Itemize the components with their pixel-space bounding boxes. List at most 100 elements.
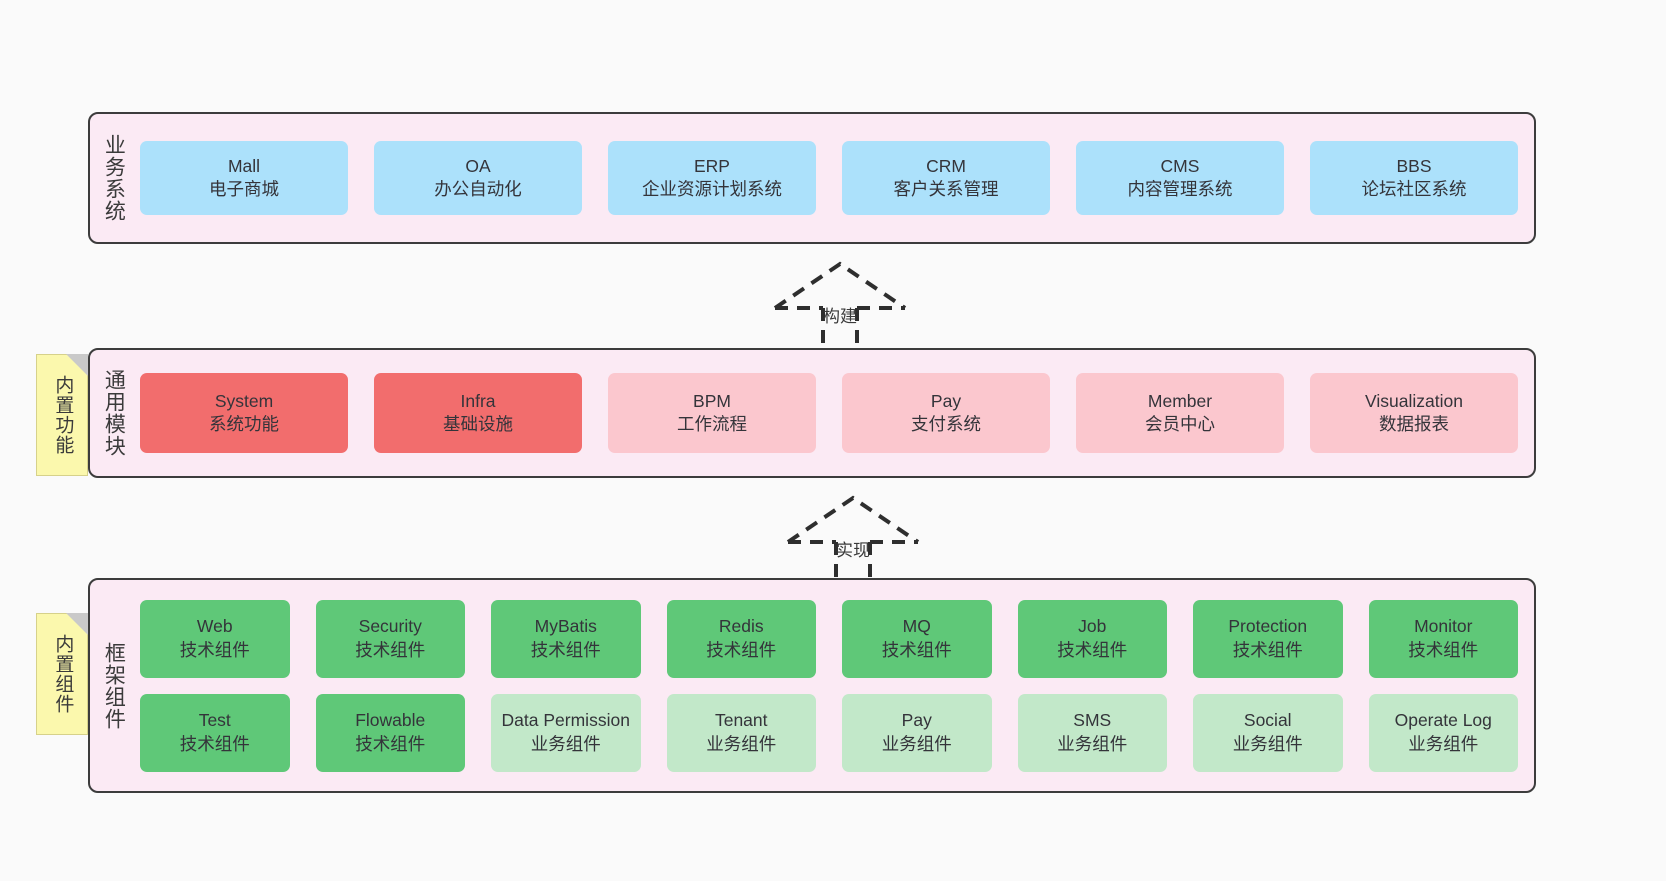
cell-subtitle: 业务组件 (530, 733, 601, 754)
cell-monitor[interactable]: Monitor 技术组件 (1368, 599, 1518, 678)
cell-subtitle: 技术组件 (706, 639, 777, 660)
cell-flowable[interactable]: Flowable 技术组件 (315, 693, 465, 772)
cell-subtitle: 客户关系管理 (893, 179, 999, 199)
cell-title: CRM (926, 155, 966, 176)
cell-infra[interactable]: Infra 基础设施 (374, 373, 582, 453)
cell-title: MQ (902, 616, 931, 637)
cell-title: SMS (1073, 710, 1112, 731)
cell-subtitle: 技术组件 (881, 639, 952, 660)
cell-cms[interactable]: CMS 内容管理系统 (1076, 141, 1284, 215)
cell-title: Data Permission (501, 710, 630, 731)
cell-row: Mall 电子商城 OA 办公自动化 ERP 企业资源计划系统 CRM 客户关系… (140, 141, 1518, 215)
cell-title: Monitor (1414, 616, 1473, 637)
cell-social[interactable]: Social 业务组件 (1193, 693, 1343, 772)
cell-system[interactable]: System 系统功能 (140, 373, 348, 453)
cell-title: Visualization (1365, 390, 1463, 411)
cell-operate-log[interactable]: Operate Log 业务组件 (1368, 693, 1518, 772)
cell-subtitle: 业务组件 (1057, 733, 1128, 754)
cell-title: Flowable (355, 710, 426, 731)
cell-subtitle: 电子商城 (209, 179, 279, 199)
note-builtin-component: 内置组件 (36, 613, 88, 735)
cell-pay-component[interactable]: Pay 业务组件 (842, 693, 992, 772)
cell-protection[interactable]: Protection 技术组件 (1193, 599, 1343, 678)
cell-subtitle: 技术组件 (179, 733, 250, 754)
cell-title: Protection (1228, 616, 1308, 637)
cell-row: Test 技术组件 Flowable 技术组件 Data Permission … (140, 693, 1518, 772)
cell-row: Web 技术组件 Security 技术组件 MyBatis 技术组件 Redi… (140, 599, 1518, 678)
layer-framework-cells: Web 技术组件 Security 技术组件 MyBatis 技术组件 Redi… (136, 599, 1534, 772)
cell-bbs[interactable]: BBS 论坛社区系统 (1310, 141, 1518, 215)
cell-subtitle: 业务组件 (1232, 733, 1303, 754)
cell-subtitle: 工作流程 (677, 414, 747, 434)
cell-subtitle: 业务组件 (706, 733, 777, 754)
cell-title: BBS (1396, 155, 1432, 176)
cell-subtitle: 技术组件 (530, 639, 601, 660)
connector-build: 构建 (765, 258, 915, 353)
connector-implement: 实现 (778, 492, 928, 587)
cell-mq[interactable]: MQ 技术组件 (842, 599, 992, 678)
cell-subtitle: 内容管理系统 (1127, 179, 1233, 199)
cell-title: Web (196, 616, 233, 637)
cell-subtitle: 基础设施 (443, 414, 513, 434)
cell-subtitle: 技术组件 (1057, 639, 1128, 660)
cell-title: Member (1147, 390, 1213, 411)
cell-title: MyBatis (534, 616, 597, 637)
layer-title-business: 业务系统 (102, 134, 126, 222)
cell-title: Redis (718, 616, 764, 637)
cell-title: Pay (901, 710, 932, 731)
cell-subtitle: 论坛社区系统 (1361, 179, 1467, 199)
cell-subtitle: 技术组件 (179, 639, 250, 660)
cell-bpm[interactable]: BPM 工作流程 (608, 373, 816, 453)
cell-row: System 系统功能 Infra 基础设施 BPM 工作流程 Pay 支付系统… (140, 373, 1518, 453)
cell-title: BPM (693, 390, 731, 411)
cell-subtitle: 技术组件 (1408, 639, 1479, 660)
layer-title-modules: 通用模块 (102, 369, 126, 457)
cell-test[interactable]: Test 技术组件 (140, 693, 290, 772)
cell-subtitle: 业务组件 (1408, 733, 1479, 754)
cell-crm[interactable]: CRM 客户关系管理 (842, 141, 1050, 215)
cell-subtitle: 技术组件 (355, 733, 426, 754)
cell-subtitle: 办公自动化 (434, 179, 522, 199)
cell-title: OA (465, 155, 491, 176)
layer-business-cells: Mall 电子商城 OA 办公自动化 ERP 企业资源计划系统 CRM 客户关系… (136, 141, 1534, 215)
cell-title: Test (198, 710, 231, 731)
layer-business-systems: 业务系统 Mall 电子商城 OA 办公自动化 ERP 企业资源计划系统 CRM… (88, 112, 1536, 244)
connector-label-build: 构建 (823, 307, 857, 326)
cell-subtitle: 企业资源计划系统 (642, 179, 782, 199)
cell-sms[interactable]: SMS 业务组件 (1017, 693, 1167, 772)
cell-title: Mall (227, 155, 261, 176)
cell-title: System (214, 390, 274, 411)
cell-subtitle: 技术组件 (1232, 639, 1303, 660)
cell-subtitle: 数据报表 (1379, 414, 1449, 434)
cell-title: Pay (930, 390, 962, 411)
cell-title: Operate Log (1394, 710, 1492, 731)
cell-title: Infra (460, 390, 496, 411)
cell-data-permission[interactable]: Data Permission 业务组件 (491, 693, 641, 772)
cell-security[interactable]: Security 技术组件 (315, 599, 465, 678)
cell-web[interactable]: Web 技术组件 (140, 599, 290, 678)
cell-mybatis[interactable]: MyBatis 技术组件 (491, 599, 641, 678)
cell-subtitle: 支付系统 (911, 414, 981, 434)
cell-title: ERP (694, 155, 730, 176)
cell-erp[interactable]: ERP 企业资源计划系统 (608, 141, 816, 215)
cell-visualization[interactable]: Visualization 数据报表 (1310, 373, 1518, 453)
cell-pay[interactable]: Pay 支付系统 (842, 373, 1050, 453)
layer-general-modules: 通用模块 System 系统功能 Infra 基础设施 BPM 工作流程 Pay… (88, 348, 1536, 478)
cell-title: CMS (1160, 155, 1200, 176)
connector-label-implement: 实现 (836, 541, 870, 560)
cell-title: Tenant (714, 710, 768, 731)
cell-oa[interactable]: OA 办公自动化 (374, 141, 582, 215)
cell-subtitle: 技术组件 (355, 639, 426, 660)
layer-modules-cells: System 系统功能 Infra 基础设施 BPM 工作流程 Pay 支付系统… (136, 373, 1534, 453)
layer-framework-components: 框架组件 Web 技术组件 Security 技术组件 MyBatis 技术组件… (88, 578, 1536, 793)
cell-subtitle: 业务组件 (881, 733, 952, 754)
cell-title: Security (358, 616, 422, 637)
cell-tenant[interactable]: Tenant 业务组件 (666, 693, 816, 772)
cell-mall[interactable]: Mall 电子商城 (140, 141, 348, 215)
cell-redis[interactable]: Redis 技术组件 (666, 599, 816, 678)
cell-title: Job (1078, 616, 1107, 637)
cell-member[interactable]: Member 会员中心 (1076, 373, 1284, 453)
cell-job[interactable]: Job 技术组件 (1017, 599, 1167, 678)
cell-subtitle: 会员中心 (1145, 414, 1215, 434)
